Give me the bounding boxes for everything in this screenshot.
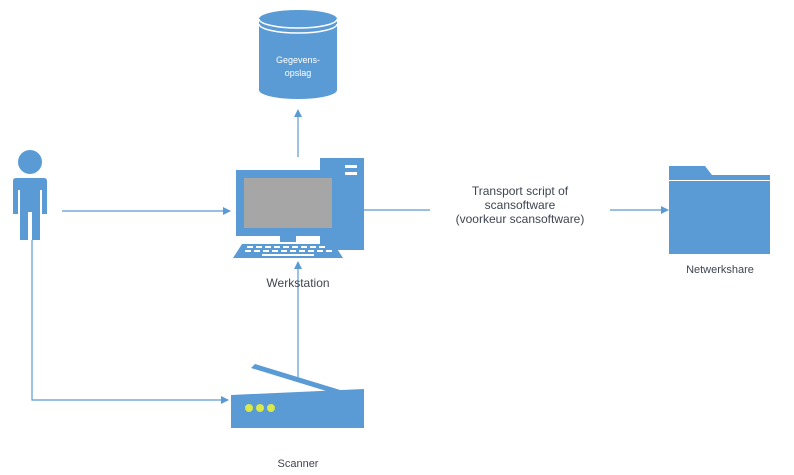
workstation-label: Werkstation <box>266 276 330 290</box>
scanner-icon <box>231 364 364 428</box>
transport-edge-label: Transport script of scansoftware (voorke… <box>430 184 610 226</box>
transport-label-line2: scansoftware <box>484 198 556 212</box>
connectors <box>31 109 669 404</box>
database-label: Gegevens- opslag <box>258 54 338 80</box>
database-label-line1: Gegevens- <box>275 55 321 65</box>
user-icon <box>13 150 47 240</box>
transport-label-line1: Transport script of <box>471 184 569 198</box>
database-icon <box>258 10 338 99</box>
folder-icon <box>669 166 770 254</box>
networkshare-label: Netwerkshare <box>686 264 754 276</box>
workstation-icon <box>233 158 364 258</box>
database-label-line2: opslag <box>284 68 312 78</box>
transport-label-line3: (voorkeur scansoftware) <box>455 212 585 226</box>
connector-user-to-scanner <box>31 240 229 404</box>
scanner-label: Scanner <box>277 458 319 470</box>
